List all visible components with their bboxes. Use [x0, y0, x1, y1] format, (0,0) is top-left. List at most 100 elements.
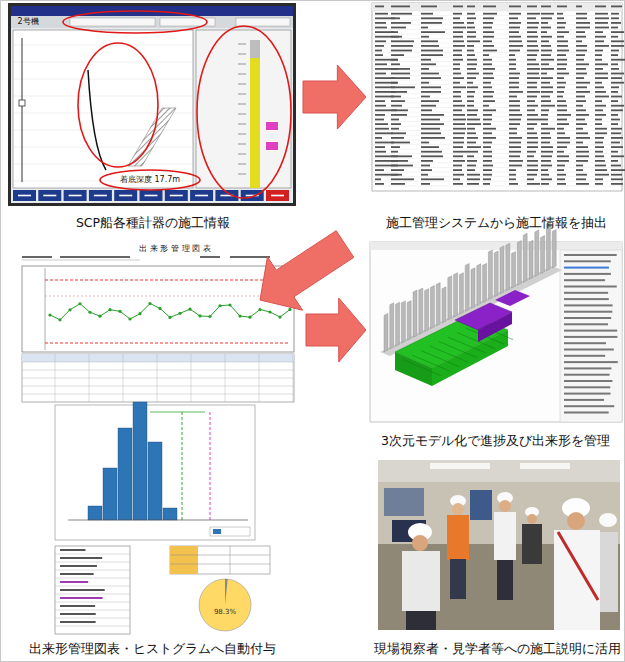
- data-table-part-part: [541, 137, 551, 139]
- model-view-part-part: [564, 298, 609, 300]
- report-sheet-part-part: [108, 308, 111, 311]
- data-table-part-part: [527, 183, 540, 185]
- data-table-part-part: [541, 105, 555, 107]
- data-table-part-part: [453, 82, 460, 84]
- report-sheet-part-part: [55, 578, 130, 579]
- data-table-part-part: [391, 40, 414, 42]
- data-table-part-part: [557, 169, 564, 171]
- report-sheet-part-part: [191, 354, 192, 402]
- site-photo-part: [558, 532, 598, 600]
- site-photo-part: [378, 460, 620, 482]
- data-table-part-part: [509, 151, 521, 153]
- instrument-screen-part-part: [14, 45, 192, 46]
- report-sheet-part: [45, 343, 290, 344]
- block-arrow: [306, 298, 366, 362]
- panel-caption: SCP船各種計器の施工情報: [74, 215, 232, 230]
- data-table-part-part: [595, 63, 608, 65]
- data-table-part-part: [483, 59, 492, 61]
- data-table-part-part: [557, 45, 568, 47]
- data-table-part-part: [375, 119, 384, 121]
- data-table-part-part: [527, 68, 540, 70]
- report-sheet: [8, 242, 300, 634]
- data-table-part-part: [527, 59, 536, 61]
- data-table-part-part: [595, 123, 602, 125]
- report-sheet-part: [170, 564, 270, 565]
- model-view-part-part: [439, 342, 477, 358]
- data-table-part-part: [611, 155, 624, 157]
- instrument-screen-part: [13, 190, 289, 201]
- data-table-part-part: [391, 128, 399, 130]
- report-sheet-part-part: [288, 308, 291, 311]
- data-table-part-part: [453, 174, 464, 176]
- data-table-part-part: [595, 109, 603, 111]
- data-table-part: [372, 6, 625, 186]
- data-table-part-part: [576, 59, 584, 61]
- data-table-part-part: [509, 22, 521, 24]
- model-view-part-part: [564, 304, 613, 306]
- data-table-part-part: [372, 80, 622, 81]
- instrument-screen-part-part: [238, 74, 246, 75]
- data-table-part-part: [541, 119, 548, 121]
- data-table-part-part: [541, 45, 551, 47]
- model-view-part-part: [412, 355, 450, 371]
- data-table-part: [372, 3, 622, 191]
- report-sheet-part: [170, 555, 270, 556]
- label-holder: 2号機: [16, 18, 39, 27]
- data-table-part-part: [557, 13, 563, 15]
- data-table-part-part: [483, 160, 492, 162]
- report-sheet-part-part: [200, 256, 220, 258]
- report-sheet-part-part: [55, 570, 130, 571]
- instrument-screen-part: [250, 40, 260, 58]
- report-sheet-part-part: [128, 317, 131, 320]
- data-table-part-part: [541, 77, 553, 79]
- report-sheet-part-part: [158, 307, 161, 310]
- data-table-part-part: [421, 132, 441, 134]
- instrument-screen-part-part: [145, 195, 158, 197]
- data-table-part-part: [421, 123, 444, 125]
- data-table-part-part: [467, 45, 474, 47]
- data-table-part-part: [391, 27, 406, 29]
- data-table-part-part: [421, 73, 439, 75]
- data-table-part-part: [557, 22, 566, 24]
- data-table-part-part: [372, 75, 622, 76]
- data-table-part-part: [527, 54, 537, 56]
- data-table-part-part: [453, 96, 461, 98]
- model-view-part-part: [564, 412, 609, 414]
- data-table-part-part: [453, 155, 463, 157]
- data-table-part-part: [527, 165, 538, 167]
- data-table-part-part: [421, 77, 441, 79]
- model-view-part-part: [541, 236, 545, 274]
- data-table-part-part: [483, 174, 492, 176]
- site-photo: [378, 460, 620, 630]
- model-view-part-part: [564, 311, 612, 313]
- instrument-screen-part-part: [165, 190, 188, 201]
- data-table-part-part: [611, 142, 620, 144]
- data-table-part-part: [611, 40, 624, 42]
- data-table-part-part: [391, 68, 410, 70]
- report-sheet-part: [225, 579, 228, 605]
- data-table-part-part: [576, 155, 589, 157]
- instrument-screen-part-part: [238, 134, 246, 135]
- data-table-part-part: [453, 59, 463, 61]
- model-view-part: [432, 330, 508, 386]
- data-table-part-part: [509, 13, 521, 15]
- instrument-screen-part-part: [238, 54, 246, 55]
- data-table-part-part: [576, 132, 588, 134]
- data-table-part-part: [372, 116, 622, 117]
- block-arrow: [303, 65, 366, 129]
- data-table-part-part: [527, 123, 537, 125]
- data-table-part-part: [453, 105, 465, 107]
- data-table-part-part: [453, 73, 461, 75]
- data-table-part-part: [391, 114, 407, 116]
- data-table-part-part: [421, 31, 445, 33]
- data-table-part-part: [527, 13, 540, 15]
- data-table-part-part: [467, 169, 475, 171]
- data-table-part-part: [483, 63, 492, 65]
- site-photo-part: [554, 530, 600, 630]
- data-table-part-part: [541, 109, 549, 111]
- data-table-part-part: [453, 128, 466, 130]
- data-table-part: [372, 3, 622, 11]
- data-table-part-part: [421, 178, 444, 180]
- data-table-part-part: [576, 17, 587, 19]
- data-table-part-part: [375, 146, 385, 148]
